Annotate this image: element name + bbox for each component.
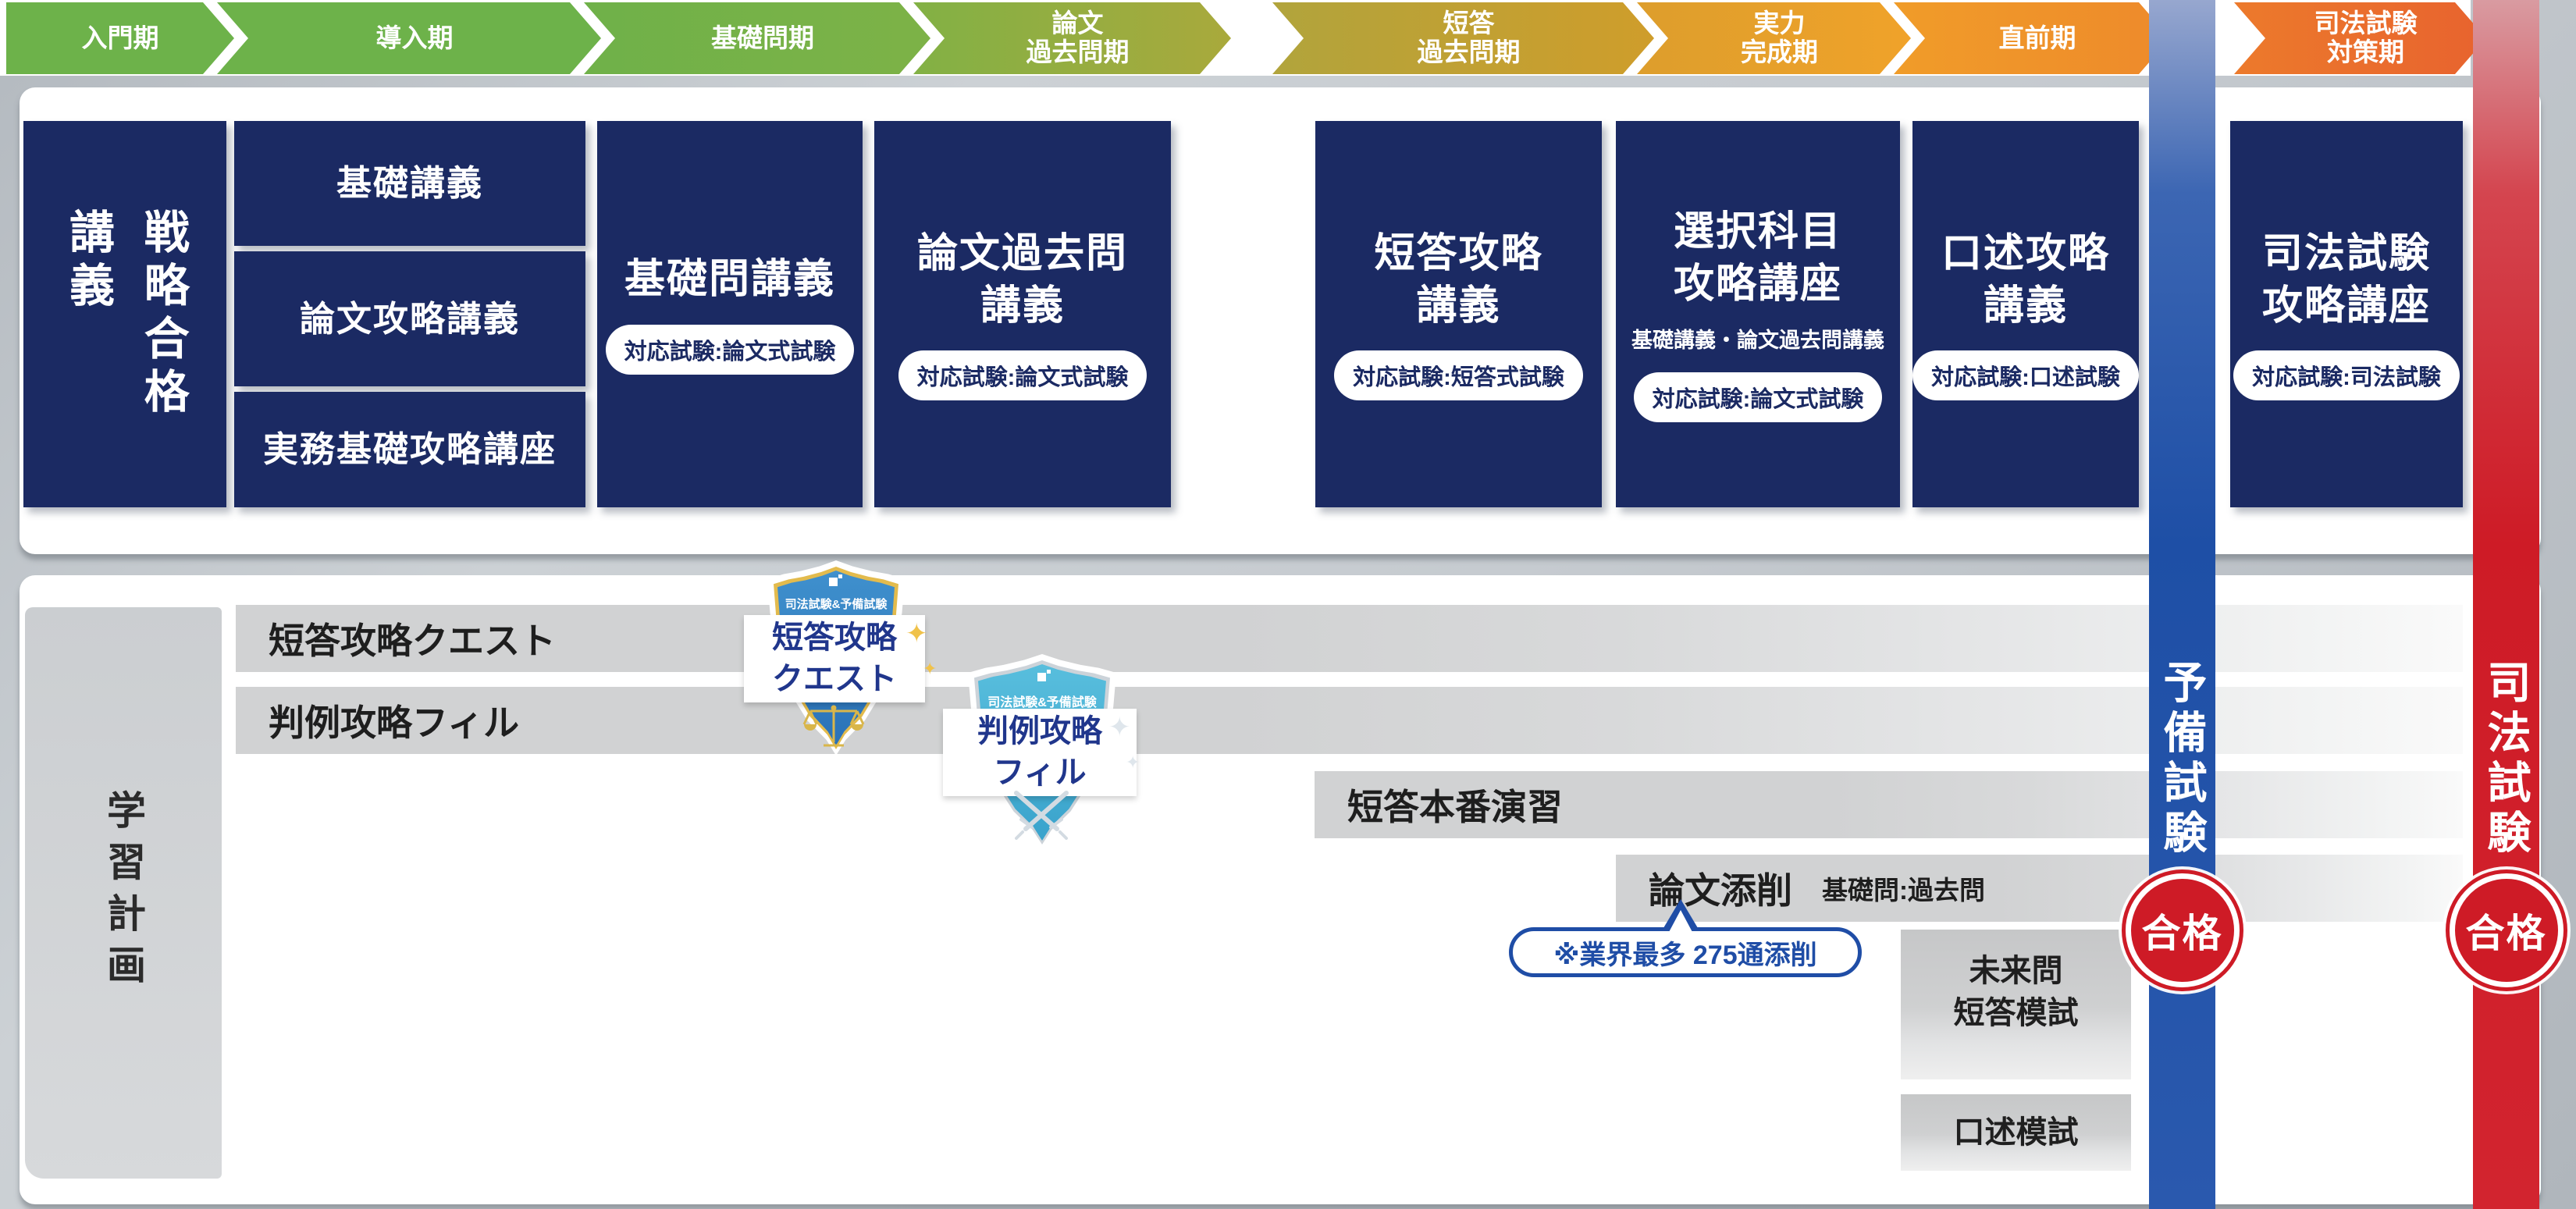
plan-row-hanrei-kouryaku-phil: 判例攻略フィル xyxy=(236,687,2463,754)
card-jitsumu-kiso-kouryaku-kouza: 実務基礎攻略講座 xyxy=(234,392,585,507)
sparkle-icon: ✦ xyxy=(906,619,928,649)
card-tanto-kouryaku-kougi: 短答攻略 講義 対応試験:短答式試験 xyxy=(1315,121,1602,507)
goukaku-text: 合格 xyxy=(2141,912,2223,955)
swords-icon xyxy=(1005,787,1077,845)
phase-label: 実力 完成期 xyxy=(1741,9,1818,66)
square-logo-icon xyxy=(829,578,838,586)
exam-badge-pill: 対応試験:論文式試験 xyxy=(605,324,855,375)
plan-row-label: 論文添削 xyxy=(1649,870,1792,911)
quest-badge-banner: 短答攻略 クエスト xyxy=(744,615,925,702)
goukaku-stamp-shihou: 合格 xyxy=(2449,873,2564,987)
phase-arrow-chokuzenki: 直前期 xyxy=(1894,2,2170,74)
plan-row-note: 基礎問:過去問 xyxy=(1822,876,1985,905)
callout-text: ※業界最多 275通添削 xyxy=(1553,940,1817,970)
card-title: 論文攻略講義 xyxy=(299,298,520,339)
phase-label: 導入期 xyxy=(375,23,454,52)
plan-row-ronbun-tensaku: 論文添削 基礎問:過去問 xyxy=(1616,855,2463,922)
phase-label: 入門期 xyxy=(81,23,159,52)
card-title: 基礎講義 xyxy=(336,163,483,204)
phase-label: 司法試験 対策期 xyxy=(2314,9,2418,66)
phase-arrow-kisomonki: 基礎問期 xyxy=(584,2,930,74)
phil-badge-banner: 判例攻略 フィル xyxy=(943,709,1137,796)
phil-badge-header: 司法試験&予備試験 xyxy=(987,696,1097,709)
study-plan-label: 学習計画 xyxy=(101,790,145,996)
card-title: 短答攻略 講義 xyxy=(1374,230,1543,329)
card-title: 司法試験 攻略講座 xyxy=(2261,230,2431,329)
phase-arrow-tanto-kakomonki: 短答 過去問期 xyxy=(1272,2,1654,74)
goukaku-text: 合格 xyxy=(2465,912,2547,955)
plan-row-tanto-kouryaku-quest: 短答攻略クエスト xyxy=(236,605,2463,672)
shihou-shiken-band: 司法試験 合格 xyxy=(2449,0,2564,1209)
card-kojutsu-kouryaku-kougi: 口述攻略 講義 対応試験:口述試験 xyxy=(1912,121,2139,507)
card-title-vertical: 戦略合格 講義 xyxy=(62,208,188,421)
mock-box-miraimon-tanto-moshi: 未来問 短答模試 xyxy=(1901,930,2131,1079)
phase-label: 短答 過去問期 xyxy=(1417,9,1521,66)
phase-label: 論文 過去問期 xyxy=(1026,9,1130,66)
study-plan-sidebar: 学習計画 xyxy=(25,607,222,1179)
exam-badge-pill: 対応試験:論文式試験 xyxy=(898,350,1147,401)
mock-label: 未来問 短答模試 xyxy=(1953,954,2079,1030)
phase-arrow-donyuki: 導入期 xyxy=(217,2,601,74)
phase-arrow-shihoshiken-taisakuki: 司法試験 対策期 xyxy=(2234,2,2486,74)
card-title: 基礎問講義 xyxy=(624,257,835,303)
goukaku-stamp-yobi: 合格 xyxy=(2125,873,2240,987)
card-shihoshiken-kouryaku-kouza: 司法試験 攻略講座 対応試験:司法試験 xyxy=(2230,121,2463,507)
sparkle-icon: ✦ xyxy=(923,659,938,678)
phase-arrow-jitsuryoku-kanseiki: 実力 完成期 xyxy=(1637,2,1911,74)
square-logo-icon xyxy=(1037,673,1046,681)
phase-label: 直前期 xyxy=(1998,23,2076,52)
sparkle-icon: ✦ xyxy=(1126,752,1140,772)
card-title: 実務基礎攻略講座 xyxy=(262,429,557,470)
yobi-shiken-label: 予備試験 xyxy=(2158,660,2207,859)
card-ronbun-kouryaku-kougi: 論文攻略講義 xyxy=(234,251,585,386)
card-ronbun-kakomon-kougi: 論文過去問 講義 対応試験:論文式試験 xyxy=(874,121,1171,507)
exam-badge-pill: 対応試験:司法試験 xyxy=(2233,350,2460,401)
phase-label: 基礎問期 xyxy=(711,23,814,52)
exam-badge-pill: 対応試験:短答式試験 xyxy=(1334,350,1583,401)
exam-badge-pill: 対応試験:口述試験 xyxy=(1912,350,2139,401)
plan-row-tanto-honban-enshu: 短答本番演習 xyxy=(1315,771,2463,838)
card-title: 口述攻略 講義 xyxy=(1941,230,2110,329)
mock-label: 口述模試 xyxy=(1953,1115,2079,1150)
exam-badge-pill: 対応試験:論文式試験 xyxy=(1633,372,1883,422)
plan-row-label: 短答攻略クエスト xyxy=(269,621,556,661)
card-subtitle: 基礎講義・論文過去問講義 xyxy=(1631,328,1884,352)
tensaku-callout-bubble: ※業界最多 275通添削 xyxy=(1509,927,1862,977)
plan-row-label: 判例攻略フィル xyxy=(269,702,520,743)
phase-arrow-ronbun-kakomonki: 論文 過去問期 xyxy=(913,2,1231,74)
mock-box-kojutsu-moshi: 口述模試 xyxy=(1901,1094,2131,1171)
scales-icon xyxy=(802,701,865,753)
plan-row-label: 短答本番演習 xyxy=(1347,787,1563,827)
card-kisomon-kougi: 基礎問講義 対応試験:論文式試験 xyxy=(597,121,863,507)
card-kiso-kougi: 基礎講義 xyxy=(234,121,585,246)
yobi-shiken-band: 予備試験 合格 xyxy=(2125,0,2240,1209)
sparkle-icon: ✦ xyxy=(1108,713,1131,742)
phase-arrow-nyumonki: 入門期 xyxy=(6,2,234,74)
card-strategy-goukaku-kougi: 戦略合格 講義 xyxy=(23,121,226,507)
card-title: 選択科目 攻略講座 xyxy=(1673,209,1842,307)
card-title: 論文過去問 講義 xyxy=(916,230,1128,329)
shihou-shiken-label: 司法試験 xyxy=(2482,660,2531,859)
callout-tail-fill xyxy=(1668,910,1693,933)
quest-badge-header: 司法試験&予備試験 xyxy=(785,598,888,611)
card-sentaku-kamoku-kouryaku-kouza: 選択科目 攻略講座 基礎講義・論文過去問講義 対応試験:論文式試験 xyxy=(1616,121,1900,507)
